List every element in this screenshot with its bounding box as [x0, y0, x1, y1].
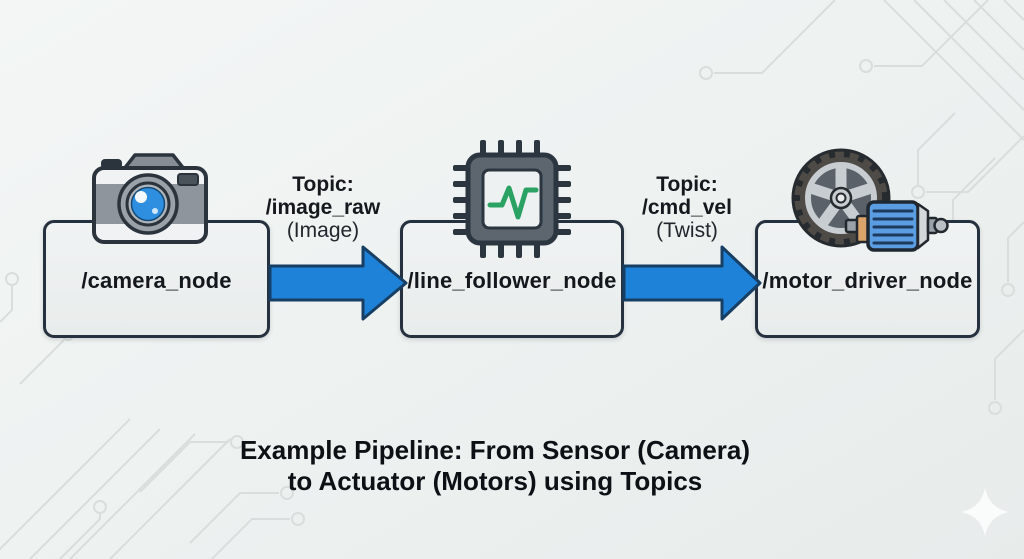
camera-icon [90, 148, 210, 246]
topic-message-type: (Twist) [656, 219, 718, 242]
topic-name: /cmd_vel [642, 196, 732, 219]
topic-label-cmd-vel: Topic: /cmd_vel (Twist) [587, 173, 787, 242]
node-label-line-follower: /line_follower_node [407, 267, 617, 293]
topic-name: /image_raw [265, 196, 381, 219]
chip-waveform-icon [452, 139, 572, 259]
wheel-motor-icon [788, 148, 950, 258]
node-label-motor-driver: /motor_driver_node [762, 267, 973, 293]
topic-heading: Topic: [292, 173, 354, 196]
topic-label-image-raw: Topic: /image_raw (Image) [223, 173, 423, 242]
caption-line-1: Example Pipeline: From Sensor (Camera) [239, 435, 751, 465]
diagram-caption: Example Pipeline: From Sensor (Camera) t… [0, 435, 990, 497]
arrow-cmd-vel [622, 245, 762, 321]
caption-line-2: to Actuator (Motors) using Topics [287, 466, 703, 496]
node-label-camera: /camera_node [81, 267, 232, 293]
topic-message-type: (Image) [286, 219, 360, 242]
topic-heading: Topic: [656, 173, 718, 196]
arrow-image-raw [268, 245, 408, 321]
